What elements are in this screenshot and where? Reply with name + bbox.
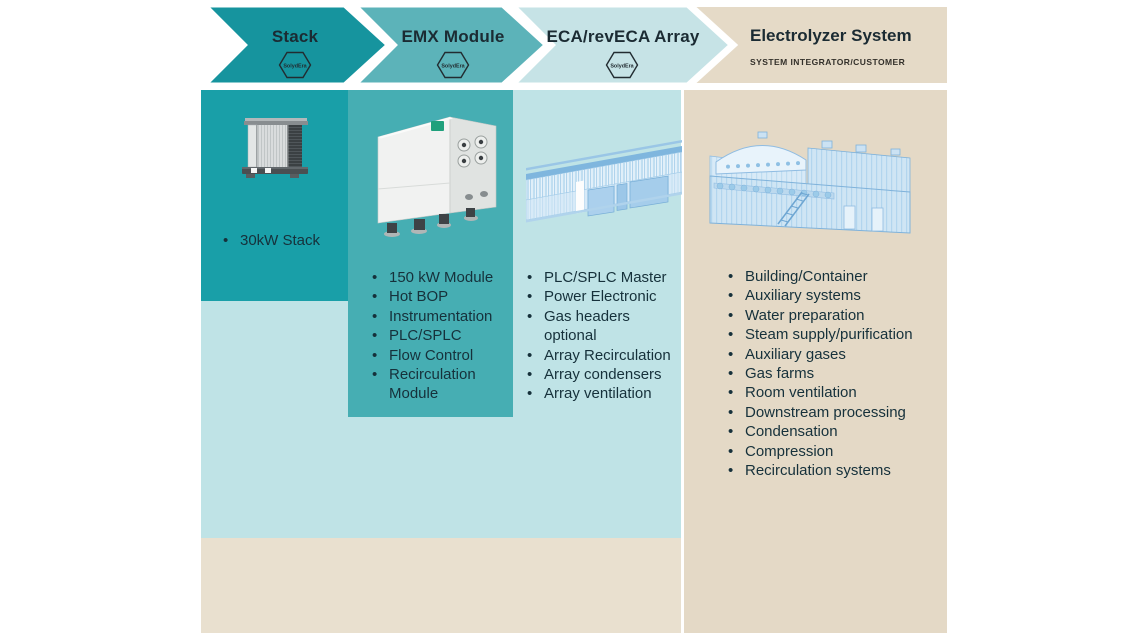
eca-array-feature-list: PLC/SPLC Master Power Electronic Gas hea… <box>525 268 685 404</box>
electrolyzer-system-feature-list: Building/Container Auxiliary systems Wat… <box>726 267 944 481</box>
stack-feature-list: 30kW Stack <box>221 231 343 251</box>
list-item: Compression <box>726 442 944 462</box>
step1-chevron-shape <box>201 7 396 83</box>
step-label-electrolyzer-system: Electrolyzer System <box>750 26 912 45</box>
list-item: Water preparation <box>726 306 944 326</box>
list-item: Recirculation Module <box>370 365 501 404</box>
list-item: Room ventilation <box>726 383 944 403</box>
emx-module-photo-illustration <box>377 116 497 237</box>
list-item: Condensation <box>726 422 944 442</box>
list-item: PLC/SPLC Master <box>525 268 685 288</box>
list-item: Array ventilation <box>525 384 685 404</box>
list-item: Array condensers <box>525 365 685 385</box>
step-label-stack: Stack <box>271 27 319 46</box>
svg-text:SolydEra: SolydEra <box>441 63 465 69</box>
emx-module-feature-list: 150 kW Module Hot BOP Instrumentation PL… <box>370 268 501 404</box>
list-item: Power Electronic <box>525 287 685 307</box>
svg-text:SolydEra: SolydEra <box>283 63 307 69</box>
list-item: Auxiliary systems <box>726 286 944 306</box>
solydera-logo-icon: SolydEra <box>436 51 470 79</box>
list-item: Steam supply/purification <box>726 325 944 345</box>
bottom-beige-strip <box>201 538 681 633</box>
step-label-emx-module: EMX Module <box>401 27 505 46</box>
list-item: 30kW Stack <box>221 231 343 251</box>
step-label-eca-array: ECA/revECA Array <box>546 27 700 46</box>
process-flow-arrows <box>201 7 947 83</box>
list-item: 150 kW Module <box>370 268 501 288</box>
list-item: Flow Control <box>370 346 501 366</box>
list-item: Auxiliary gases <box>726 345 944 365</box>
svg-text:SolydEra: SolydEra <box>610 63 634 69</box>
list-item: Building/Container <box>726 267 944 287</box>
list-item: Hot BOP <box>370 287 501 307</box>
list-item: Recirculation systems <box>726 461 944 481</box>
list-item: Instrumentation <box>370 307 501 327</box>
list-item: Gas farms <box>726 364 944 384</box>
eca-array-illustration <box>526 140 682 223</box>
list-item: Downstream processing <box>726 403 944 423</box>
list-item: Array Recirculation <box>525 346 685 366</box>
stack-photo-illustration <box>242 118 308 178</box>
step-sublabel-system-integrator: SYSTEM INTEGRATOR/CUSTOMER <box>750 57 906 67</box>
electrolyzer-system-illustration <box>709 131 911 234</box>
solydera-logo-icon: SolydEra <box>605 51 639 79</box>
solydera-logo-icon: SolydEra <box>278 51 312 79</box>
list-item: Gas headers optional <box>525 307 685 346</box>
list-item: PLC/SPLC <box>370 326 501 346</box>
